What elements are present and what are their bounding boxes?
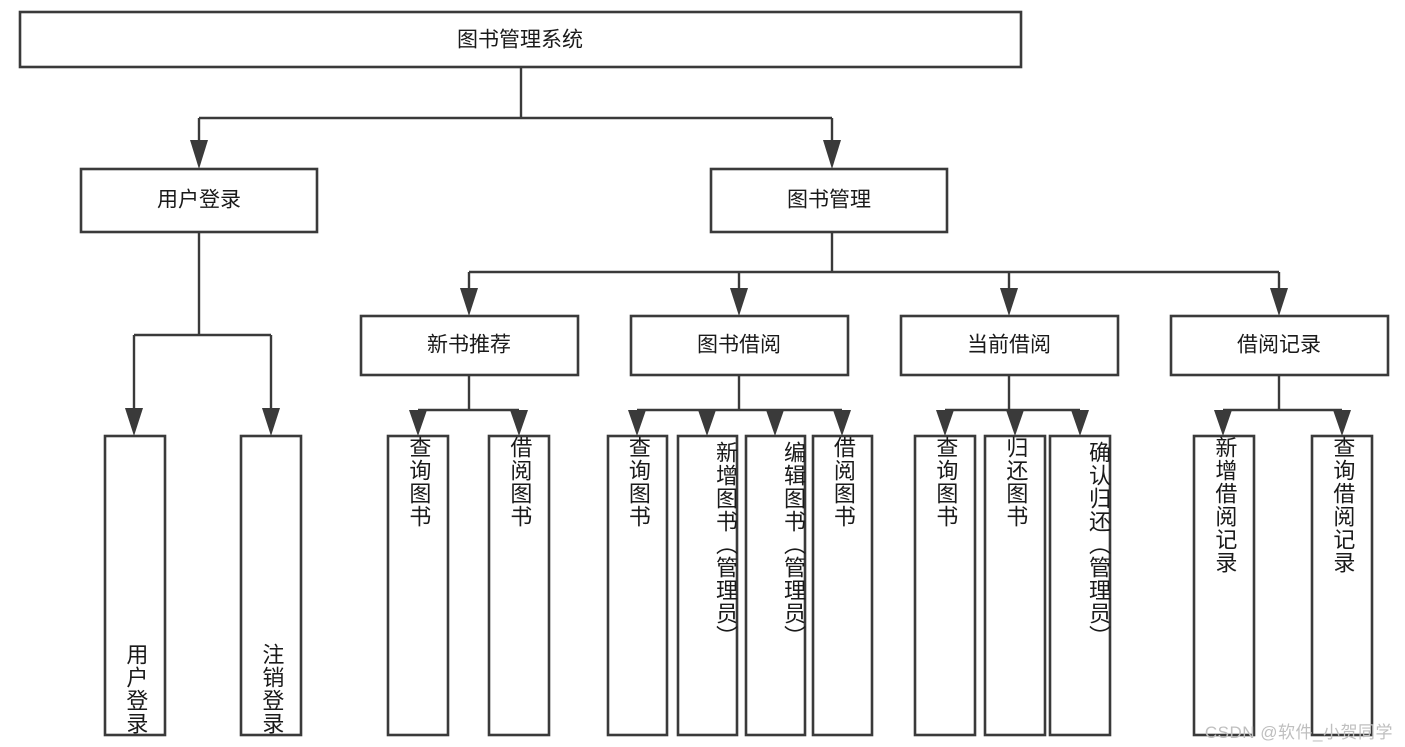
arrow-head-icon — [1006, 410, 1024, 436]
arrow-head-icon — [1270, 288, 1288, 316]
connector-userlogin-to-leaves — [125, 232, 280, 436]
leaf-box-user-login-1[interactable] — [239, 434, 303, 737]
leaf-box-bookborrow-2[interactable] — [744, 434, 807, 737]
node-root[interactable]: 图书管理系统 — [18, 10, 1023, 69]
node-borrow-record[interactable]: 借阅记录 — [1169, 314, 1390, 377]
leaf-box-borrowrecord-0[interactable] — [1192, 434, 1256, 737]
arrow-head-icon — [766, 410, 784, 436]
connector-root-to-level1 — [190, 67, 841, 169]
leaf-box-currentborrow-2[interactable] — [1048, 434, 1112, 737]
arrow-head-icon — [510, 410, 528, 436]
arrow-head-icon — [698, 410, 716, 436]
arrow-head-icon — [1214, 410, 1232, 436]
leaf-box-currentborrow-0[interactable] — [913, 434, 977, 737]
arrow-head-icon — [262, 408, 280, 436]
connector-bookmgmt-to-level2 — [460, 232, 1288, 316]
connector-bookborrow-to-leaves — [628, 375, 851, 436]
node-new-book-recommend-label: 新书推荐 — [427, 334, 511, 357]
node-user-login-label: 用户登录 — [157, 189, 241, 212]
leaf-box-newbook-1[interactable] — [487, 434, 551, 737]
node-book-borrow-label: 图书借阅 — [697, 334, 781, 357]
arrow-head-icon — [1071, 410, 1089, 436]
node-book-management-label: 图书管理 — [787, 189, 871, 212]
arrow-head-icon — [628, 410, 646, 436]
leaf-box-bookborrow-1[interactable] — [676, 434, 739, 737]
leaf-box-bookborrow-0[interactable] — [606, 434, 669, 737]
leaf-box-bookborrow-3[interactable] — [811, 434, 874, 737]
leaf-box-currentborrow-1[interactable] — [983, 434, 1047, 737]
arrow-head-icon — [936, 410, 954, 436]
node-current-borrow-label: 当前借阅 — [967, 334, 1051, 357]
leaf-box-user-login-0[interactable] — [103, 434, 167, 737]
node-book-management[interactable]: 图书管理 — [709, 167, 949, 234]
node-current-borrow[interactable]: 当前借阅 — [899, 314, 1120, 377]
connector-borrowrecord-to-leaves — [1214, 375, 1351, 436]
arrow-head-icon — [730, 288, 748, 316]
arrow-head-icon — [833, 410, 851, 436]
arrow-head-icon — [190, 140, 208, 169]
node-borrow-record-label: 借阅记录 — [1237, 334, 1321, 357]
leaf-box-borrowrecord-1[interactable] — [1310, 434, 1374, 737]
arrow-head-icon — [460, 288, 478, 316]
connector-currentborrow-to-leaves — [936, 375, 1089, 436]
arrow-head-icon — [823, 140, 841, 169]
arrow-head-icon — [1333, 410, 1351, 436]
node-root-label: 图书管理系统 — [457, 29, 583, 52]
node-user-login[interactable]: 用户登录 — [79, 167, 319, 234]
connector-newbook-to-leaves — [409, 375, 528, 436]
arrow-head-icon — [1000, 288, 1018, 316]
node-book-borrow[interactable]: 图书借阅 — [629, 314, 850, 377]
node-new-book-recommend[interactable]: 新书推荐 — [359, 314, 580, 377]
csdn-watermark: CSDN @软件_小贺同学 — [1204, 723, 1393, 742]
arrow-head-icon — [409, 410, 427, 436]
arrow-head-icon — [125, 408, 143, 436]
leaf-box-newbook-0[interactable] — [386, 434, 450, 737]
